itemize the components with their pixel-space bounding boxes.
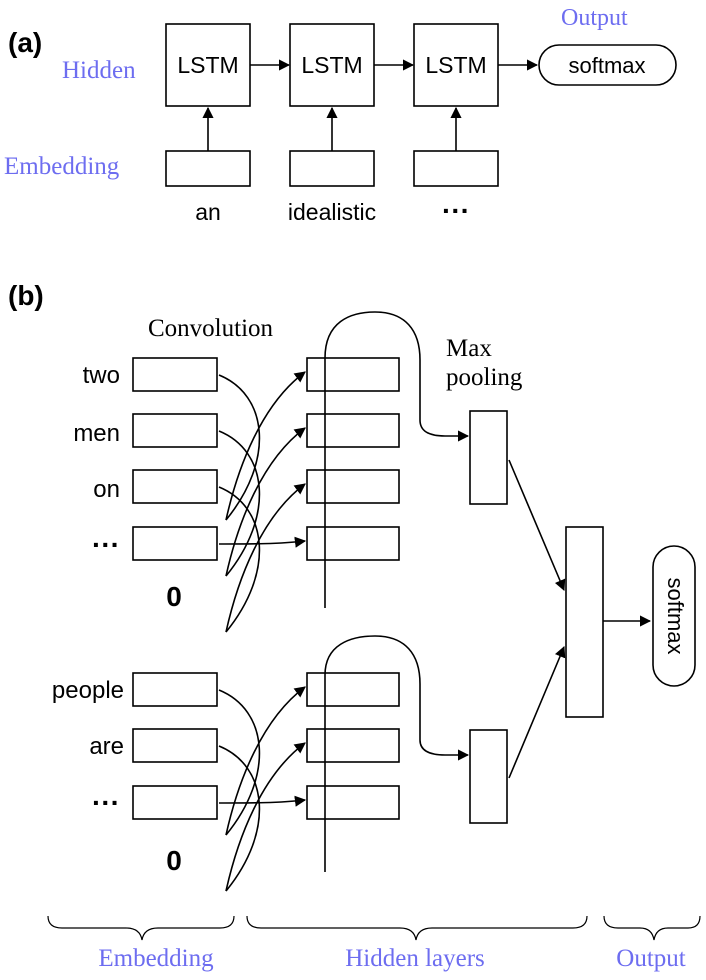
word-two: two (83, 362, 120, 389)
embedding-box-b2-2 (132, 728, 218, 763)
conv-arrow-b1-2 (225, 427, 306, 577)
conv-arrow-b2-2 (225, 742, 306, 892)
zero-pad-1: 0 (166, 581, 182, 612)
word-ellipsis-a: ··· (442, 195, 470, 226)
conv-curve-b1-3 (218, 486, 261, 633)
merged-layer-box (565, 526, 604, 718)
conv-arrow-b1-1 (225, 371, 306, 521)
hidden-label: Hidden (62, 57, 136, 84)
max-label: Max (446, 335, 492, 362)
conv-curve-b1-2 (218, 430, 261, 577)
embedding-box-a-1 (165, 150, 251, 187)
hidden-box-b2-3 (306, 785, 400, 820)
conv-arrow-b2-3 (218, 795, 307, 807)
pooling-line-b2 (324, 635, 470, 872)
word-ellipsis-b2: ··· (92, 787, 120, 818)
hidden-box-b1-3 (306, 469, 400, 504)
embedding-box-a-3 (413, 150, 499, 187)
conv-arrow-b2-1 (225, 686, 306, 836)
word-idealistic: idealistic (288, 199, 376, 225)
panel-a-tag: (a) (8, 27, 42, 58)
conv-curve-b1-1 (218, 374, 261, 521)
word-men: men (73, 420, 120, 447)
lstm-label-1: LSTM (177, 52, 238, 78)
embedding-box-b2-1 (132, 672, 218, 707)
hidden-box-b1-1 (306, 357, 400, 392)
hidden-box-b1-2 (306, 413, 400, 448)
embedding-box-b2-3 (132, 785, 218, 820)
embedding-box-b1-3 (132, 469, 218, 504)
convolution-label: Convolution (148, 315, 274, 342)
word-an: an (195, 199, 221, 225)
zero-pad-2: 0 (166, 845, 182, 876)
lstm-box-2 (289, 23, 375, 107)
hidden-box-b2-1 (306, 672, 400, 707)
softmax-label-b: softmax (663, 577, 688, 654)
bottom-label-output: Output (616, 945, 686, 972)
embedding-box-b1-4 (132, 526, 218, 561)
embedding-box-b1-1 (132, 357, 218, 392)
brace-embedding (47, 915, 235, 941)
conv-curve-b2-1 (218, 689, 261, 836)
conv-arrow-b1-3 (225, 483, 306, 633)
softmax-pill-a (538, 44, 677, 86)
merge-arrow-top (508, 459, 566, 592)
panel-b-tag: (b) (8, 280, 44, 311)
word-people: people (52, 677, 124, 704)
max-pool-box-1 (469, 410, 508, 505)
lstm-label-3: LSTM (425, 52, 486, 78)
output-label-a: Output (561, 5, 628, 31)
max-pool-box-2 (469, 729, 508, 824)
merge-arrow-bottom (508, 645, 566, 779)
hidden-box-b2-2 (306, 728, 400, 763)
hidden-box-b1-4 (306, 526, 400, 561)
embedding-box-b1-2 (132, 413, 218, 448)
word-on: on (93, 476, 120, 503)
pooling-label: pooling (446, 364, 523, 391)
embedding-label-a: Embedding (4, 153, 120, 180)
lstm-box-3 (413, 23, 499, 107)
conv-curve-b2-2 (218, 745, 261, 892)
softmax-label-a: softmax (568, 53, 645, 78)
pooling-line-b1 (324, 311, 470, 608)
bottom-label-hidden-layers: Hidden layers (345, 945, 485, 972)
conv-arrow-b1-4 (218, 536, 307, 548)
softmax-pill-b (652, 545, 696, 687)
brace-output (603, 915, 701, 941)
lstm-label-2: LSTM (301, 52, 362, 78)
word-are: are (89, 733, 124, 760)
lstm-box-1 (165, 23, 251, 107)
brace-hidden-layers (246, 915, 588, 941)
embedding-box-a-2 (289, 150, 375, 187)
bottom-label-embedding: Embedding (98, 945, 214, 972)
word-ellipsis-b1: ··· (92, 529, 120, 560)
